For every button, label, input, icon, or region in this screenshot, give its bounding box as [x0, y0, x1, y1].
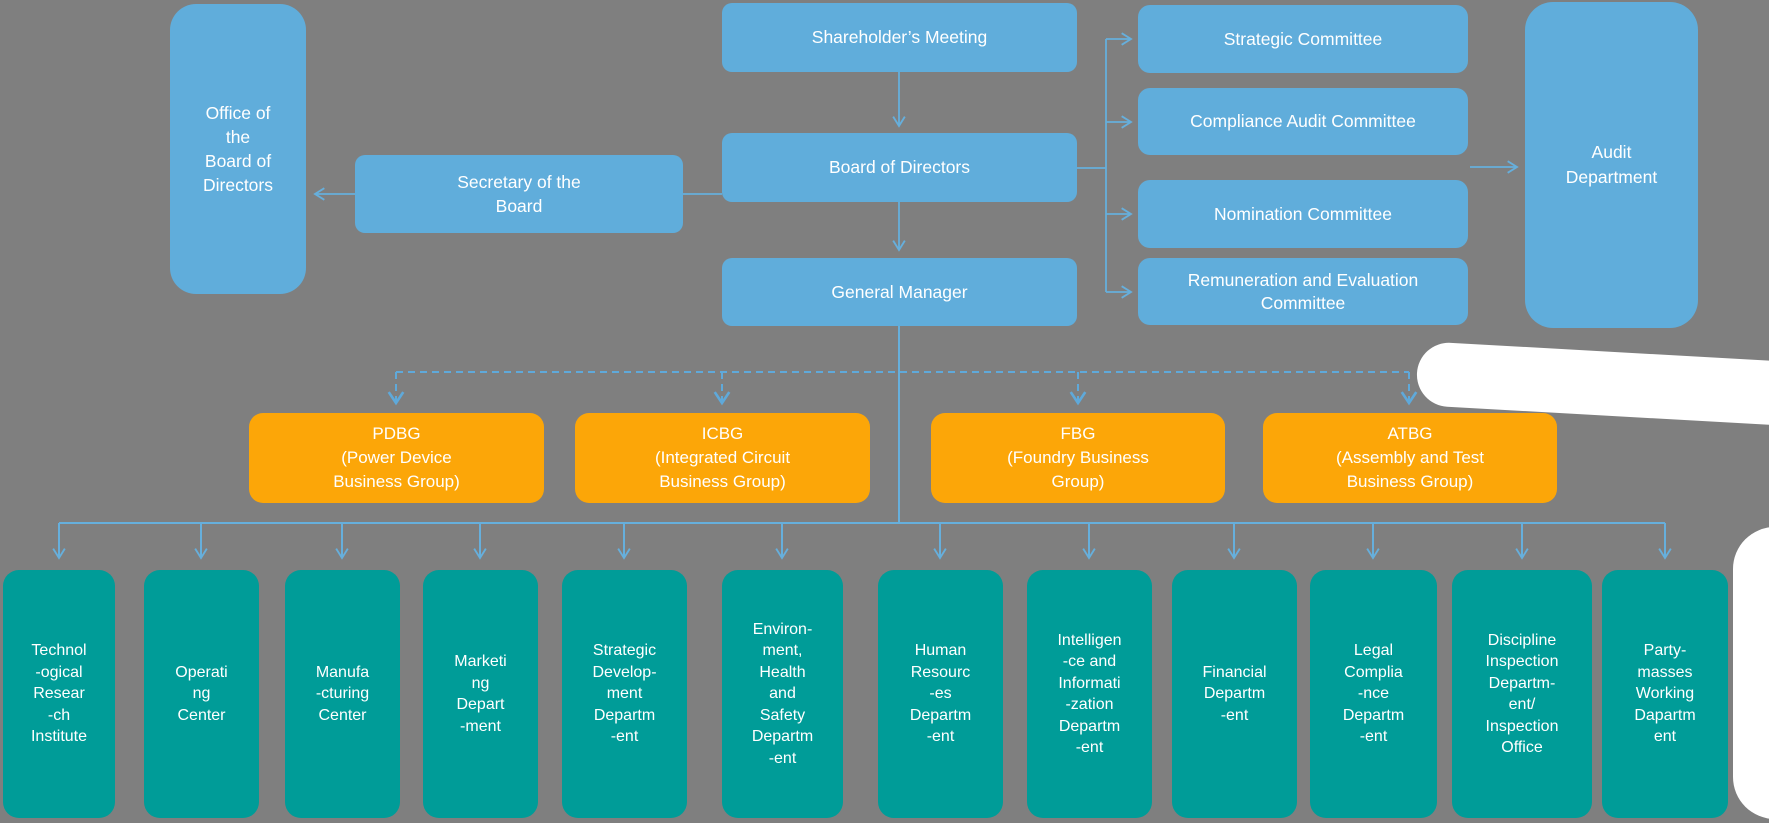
business-group-node: ICBG (Integrated Circuit Business Group) [575, 413, 870, 503]
node-label: Office of the Board of Directors [202, 103, 273, 195]
committee-node: Remuneration and Evaluation Committee [1138, 258, 1468, 325]
node-office-of-the-board: Office of the Board of Directors [170, 4, 306, 294]
department-label: Marketi ng Depart -ment [454, 653, 507, 735]
department-node: Marketi ng Depart -ment [423, 570, 538, 818]
dashed-connectors [387, 371, 1418, 406]
node-secretary-of-the-board: Secretary of the Board [355, 155, 683, 233]
business-group-label: FBG (Foundry Business Group) [1007, 424, 1149, 491]
department-label: Party- masses Working Dapartm ent [1634, 642, 1696, 746]
committee-label: Nomination Committee [1214, 203, 1392, 224]
department-node: Discipline Inspection Departm- ent/ Insp… [1452, 570, 1592, 818]
department-node: Environ- ment, Health and Safety Departm… [722, 570, 843, 818]
node-label: Audit Department [1565, 142, 1658, 187]
node-label: Board of Directors [828, 157, 971, 177]
department-label: Operati ng Center [175, 663, 228, 724]
department-node: Financial Departm -ent [1172, 570, 1297, 818]
department-node: Technol -ogical Resear -ch Institute [3, 570, 115, 818]
department-label: Human Resourc -es Departm -ent [909, 642, 972, 746]
business-group-label: PDBG (Power Device Business Group) [333, 424, 460, 491]
committee-label: Remuneration and Evaluation Committee [1187, 269, 1419, 313]
whiteout-corner-blob [1733, 527, 1769, 819]
business-group-label: ATBG (Assembly and Test Business Group) [1335, 424, 1485, 491]
committee-label: Strategic Committee [1223, 28, 1383, 49]
department-label: Technol -ogical Resear -ch Institute [30, 642, 88, 746]
node-audit-department: Audit Department [1525, 2, 1698, 328]
department-connectors [52, 522, 1672, 560]
committee-label: Compliance Audit Committee [1190, 111, 1416, 131]
committee-node: Strategic Committee [1138, 5, 1468, 73]
department-label: Financial Departm -ent [1202, 663, 1267, 724]
node-shareholders-meeting: Shareholder’s Meeting [722, 3, 1077, 72]
department-label: Legal Complia -nce Departm -ent [1342, 642, 1405, 746]
department-label: Environ- ment, Health and Safety Departm… [751, 620, 814, 767]
department-node: Human Resourc -es Departm -ent [878, 570, 1003, 818]
node-label: Shareholder’s Meeting [811, 27, 988, 47]
node-label: Secretary of the Board [457, 172, 581, 216]
department-label: Strategic Develop- ment Departm -ent [592, 642, 657, 746]
committee-node: Nomination Committee [1138, 180, 1468, 248]
business-group-node: FBG (Foundry Business Group) [931, 413, 1225, 503]
department-node: Strategic Develop- ment Departm -ent [562, 570, 687, 818]
department-node: Intelligen -ce and Informati -zation Dep… [1027, 570, 1152, 818]
node-board-of-directors: Board of Directors [722, 133, 1077, 202]
node-general-manager: General Manager [722, 258, 1077, 326]
department-label: Discipline Inspection Departm- ent/ Insp… [1485, 631, 1559, 757]
department-label: Manufa -cturing Center [315, 663, 370, 724]
business-group-label: ICBG (Integrated Circuit Business Group) [654, 424, 791, 491]
committee-node: Compliance Audit Committee [1138, 88, 1468, 155]
department-label: Intelligen -ce and Informati -zation Dep… [1057, 631, 1122, 757]
business-group-node: PDBG (Power Device Business Group) [249, 413, 544, 503]
department-node: Legal Complia -nce Departm -ent [1310, 570, 1437, 818]
department-node: Manufa -cturing Center [285, 570, 400, 818]
business-group-node: ATBG (Assembly and Test Business Group) [1263, 413, 1557, 503]
department-node: Party- masses Working Dapartm ent [1602, 570, 1728, 818]
department-node: Operati ng Center [144, 570, 259, 818]
node-label: General Manager [831, 281, 968, 302]
